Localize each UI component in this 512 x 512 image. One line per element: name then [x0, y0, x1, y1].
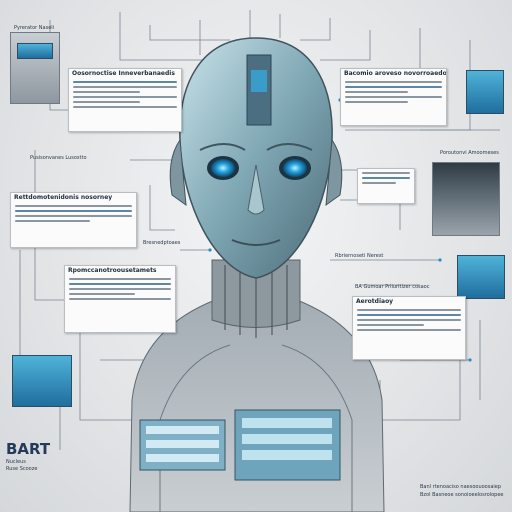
panel-top-center: Oosornoctise Inneverbanaedis [68, 68, 182, 132]
panel-small-right [357, 168, 415, 204]
brand-subtitle-2: Ruse Scooze [6, 466, 38, 472]
label-right-small: BA Gumoar Prliuritizer cosaoc [355, 284, 430, 290]
label-left-mid: Pusisonvanes Lusostto [30, 155, 87, 161]
panel-left: Rettdomotenidonis nosorney [10, 192, 137, 248]
panel-title: Bacomio aroveso novorroaedoosep [344, 70, 447, 77]
panel-top-right: Bacomio aroveso novorroaedoosep [340, 68, 447, 126]
stacked-screen-icon [457, 255, 505, 299]
label-mid-right-top: Poroutonvi Amoomeses [440, 150, 499, 156]
control-panel-icon [12, 355, 72, 407]
label-top-left: Pyrerator Naseli [14, 25, 55, 31]
panel-title: Rpomccanotroousetamets [68, 267, 157, 274]
panel-title: Aerotdiaoy [356, 298, 394, 305]
label-bottom-right-2: Bzol Basneoe sonoioeelosrolopee [420, 492, 504, 498]
brand-subtitle-1: Nucleus [6, 459, 26, 465]
printer-device-icon [10, 32, 60, 104]
brand-title: BART [6, 440, 51, 458]
monitor-icon [466, 70, 504, 114]
panel-center-left: Rpomccanotroousetamets [64, 265, 176, 333]
panel-title: Rettdomotenidonis nosorney [14, 194, 113, 201]
label-center-left: Bresnedptoaes [143, 240, 181, 246]
panel-title: Oosornoctise Inneverbanaedis [72, 70, 175, 77]
server-device-icon [432, 162, 500, 236]
label-bottom-right: Banl rtenoaciso naesoouoosaiep [420, 484, 502, 490]
label-right-mid: Rbriernoseti Nerest [335, 253, 384, 259]
panel-right: Aerotdiaoy [352, 296, 466, 360]
